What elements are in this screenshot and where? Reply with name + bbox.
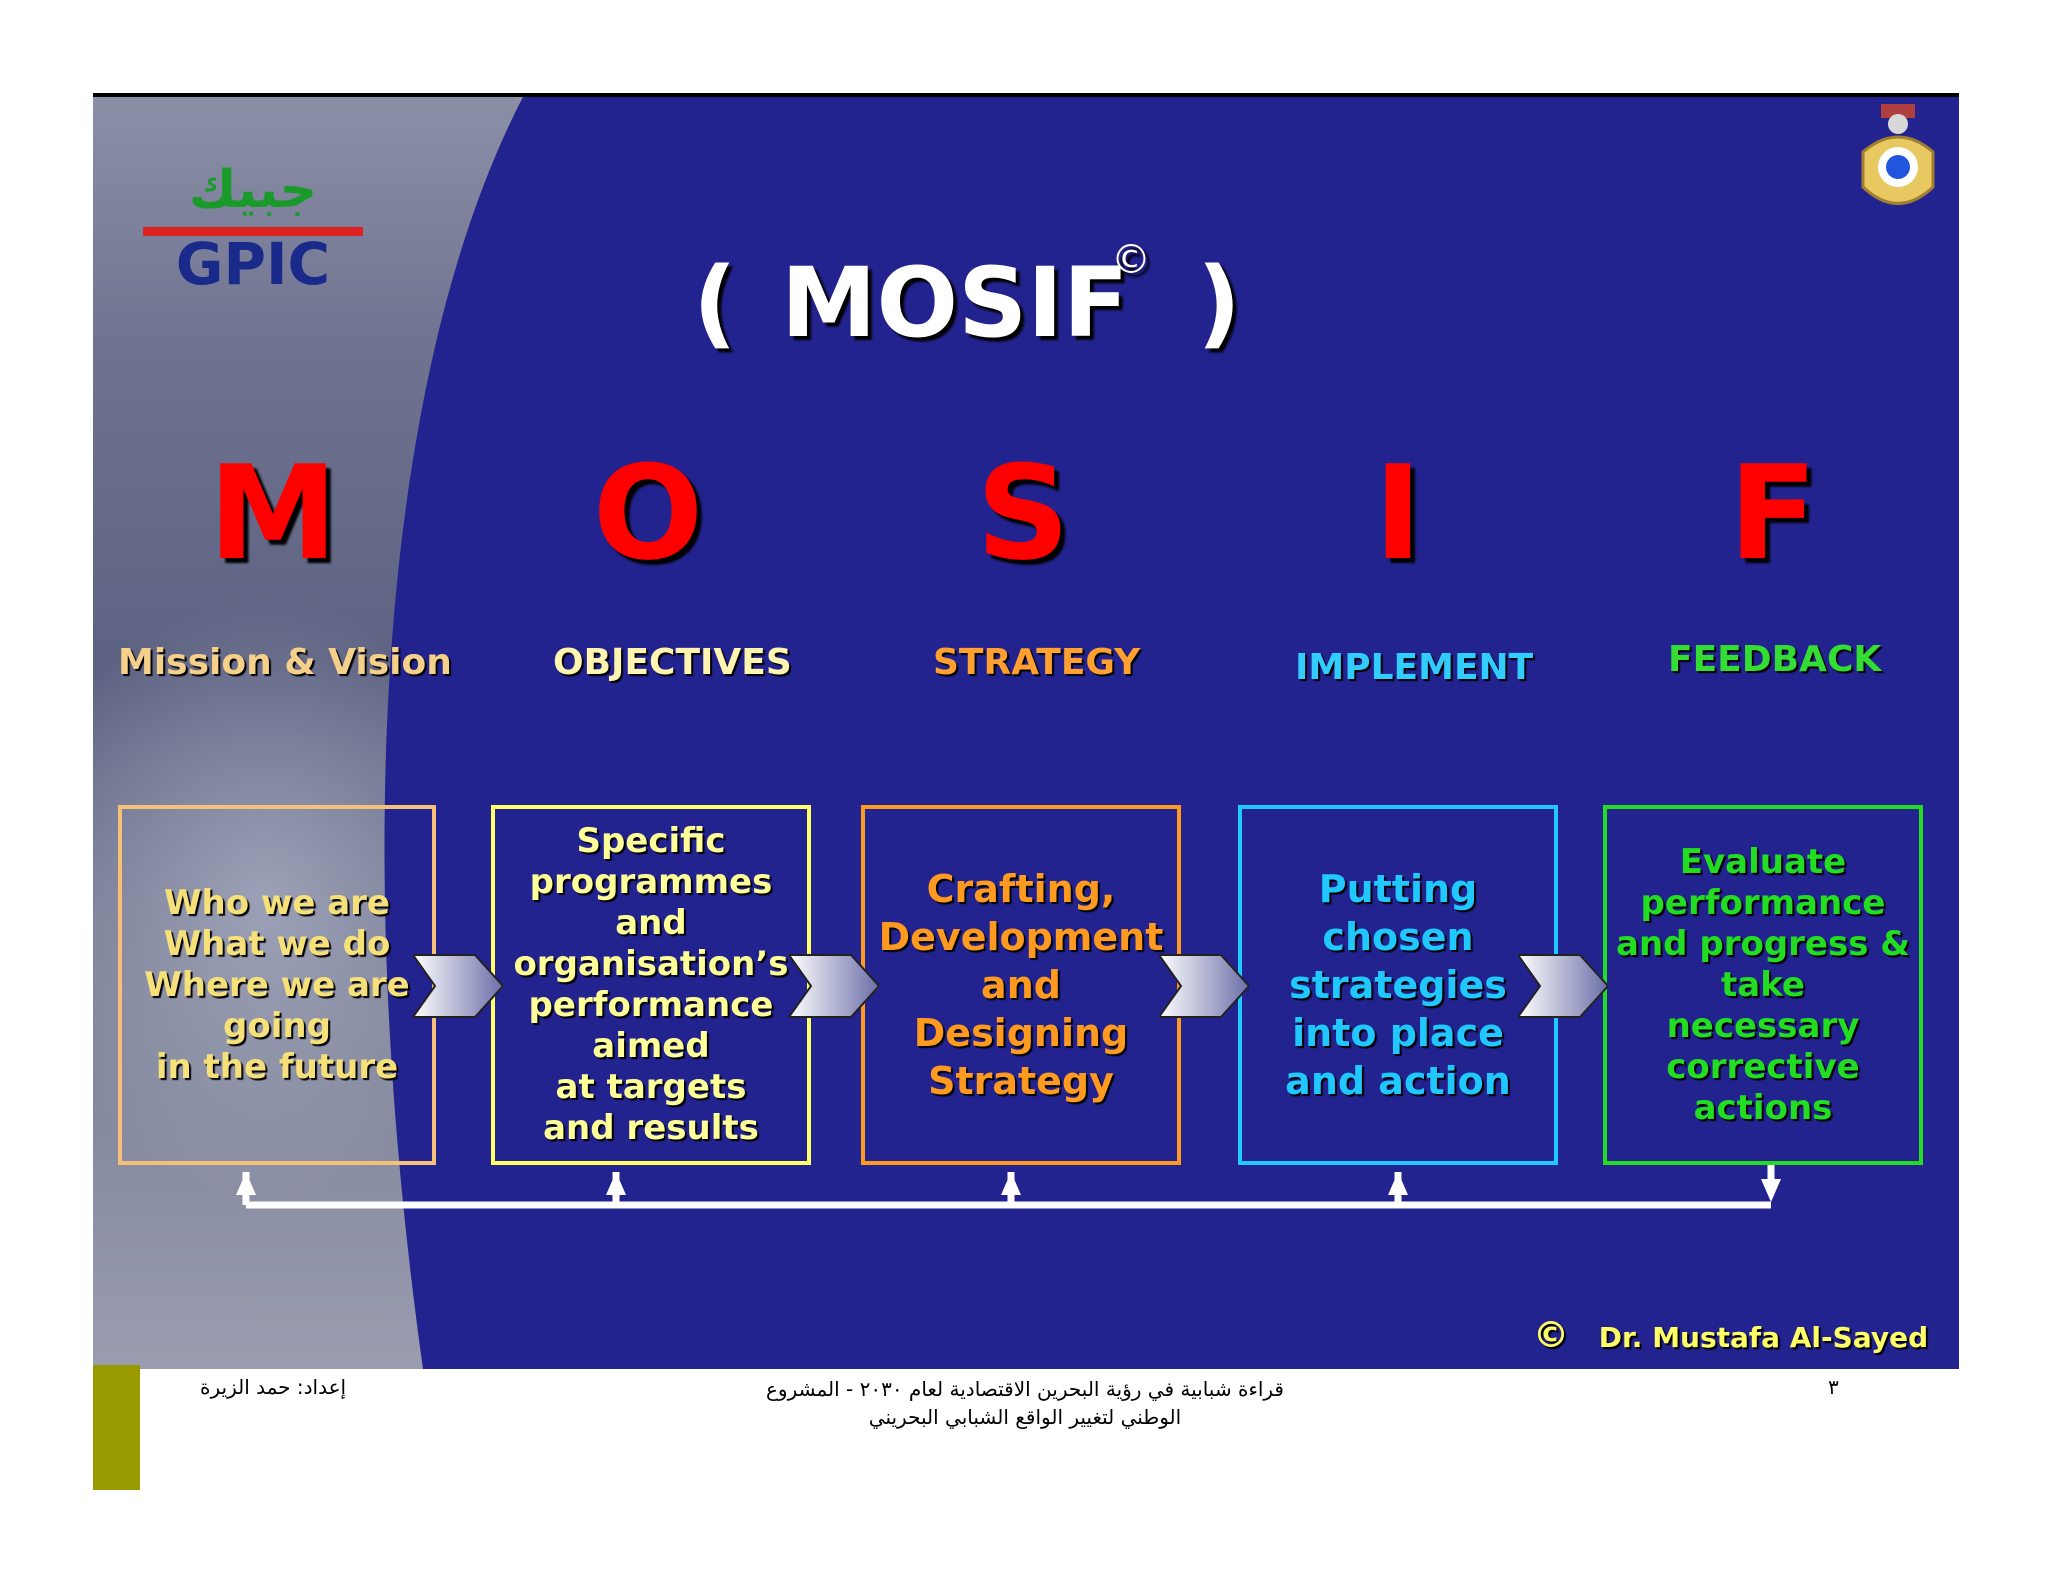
- letter-m: M: [208, 437, 338, 589]
- svg-text:GPIC: GPIC: [176, 230, 330, 292]
- footer-title: قراءة شبابية في رؤية البحرين الاقتصادية …: [765, 1377, 1284, 1429]
- slide: جبيك GPIC ( MOSIF © ) M O S I F Mission …: [93, 93, 1959, 1369]
- crest-emblem: [1861, 104, 1935, 205]
- chevron-arrow-icon: [789, 954, 879, 1018]
- stage-label-mission: Mission & Vision: [118, 642, 452, 683]
- title-copyright: ©: [1111, 237, 1151, 283]
- credit-name: Dr. Mustafa Al-Sayed: [1598, 1321, 1929, 1354]
- gpic-logo: جبيك GPIC: [143, 160, 363, 292]
- box-strategy: Crafting, Development and Designing Stra…: [861, 805, 1181, 1165]
- credit-copyright: ©: [1533, 1315, 1569, 1356]
- diagram-title: ( MOSIF © ): [693, 237, 1241, 359]
- svg-text:جبيك: جبيك: [189, 160, 317, 220]
- chevron-arrow-icon: [1159, 954, 1249, 1018]
- footer-page-number: ٣: [1828, 1375, 1839, 1399]
- stage-label-feedback: FEEDBACK: [1668, 639, 1882, 680]
- letter-f: F: [1728, 437, 1818, 589]
- letter-i: I: [1373, 437, 1423, 589]
- box-objectives: Specific programmes and organisation’s p…: [491, 805, 811, 1165]
- box-implement: Putting chosen strategies into place and…: [1238, 805, 1558, 1165]
- stage-label-strategy: STRATEGY: [933, 642, 1141, 683]
- footer-author: إعداد: حمد الزيرة: [200, 1375, 347, 1399]
- stage-label-implement: IMPLEMENT: [1295, 647, 1534, 688]
- box-mission: Who we are What we do Where we are going…: [118, 805, 436, 1165]
- chevron-arrow-icon: [1518, 954, 1608, 1018]
- chevron-arrow-icon: [413, 954, 503, 1018]
- footer-accent-bar: [93, 1365, 140, 1490]
- box-feedback: Evaluate performance and progress & take…: [1603, 805, 1923, 1165]
- title-text: MOSIF: [781, 247, 1129, 359]
- stage-label-objectives: OBJECTIVES: [553, 642, 792, 683]
- letter-s: S: [976, 437, 1070, 589]
- author-credit: © Dr. Mustafa Al-Sayed: [1533, 1315, 1928, 1356]
- letter-o: O: [592, 437, 704, 589]
